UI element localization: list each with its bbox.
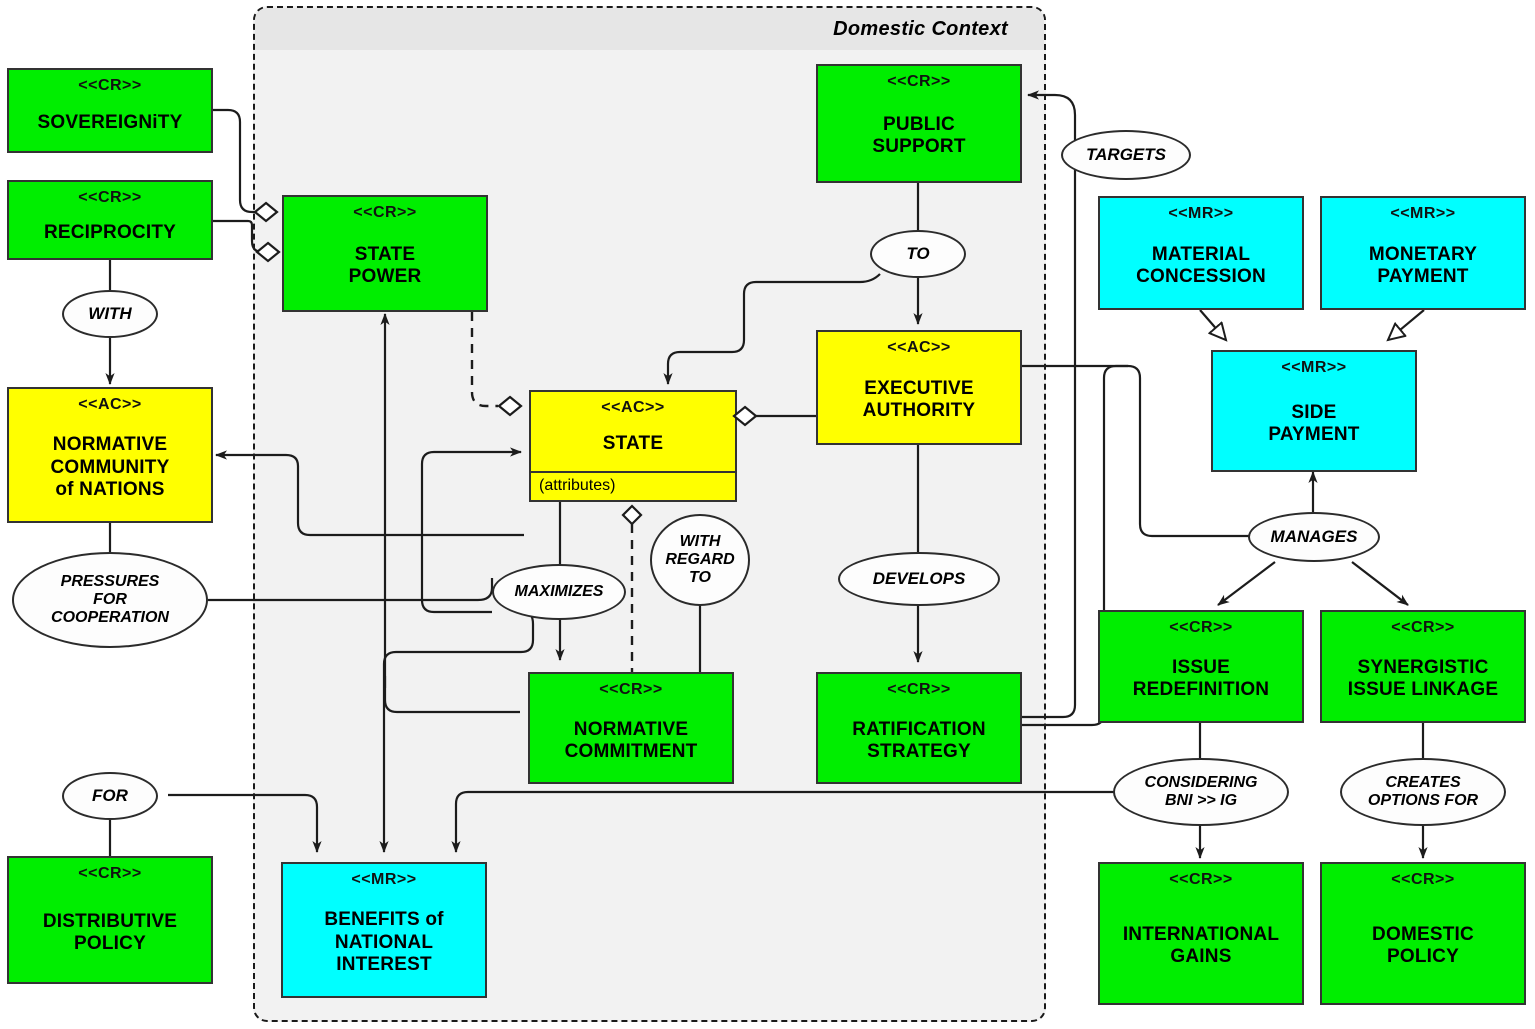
assoc-for[interactable]: FOR — [62, 772, 158, 820]
assoc-with-regard-to[interactable]: WITH REGARD TO — [650, 514, 750, 606]
assoc-creates-options-for[interactable]: CREATES OPTIONS FOR — [1340, 758, 1506, 826]
node-executive-authority[interactable]: <<AC>> EXECUTIVE AUTHORITY — [816, 330, 1022, 445]
assoc-targets[interactable]: TARGETS — [1061, 130, 1191, 180]
node-label: DISTRIBUTIVE POLICY — [42, 910, 178, 954]
assoc-with[interactable]: WITH — [62, 290, 158, 338]
node-label: STATE POWER — [348, 244, 422, 288]
node-attributes-compartment: (attributes) — [531, 471, 735, 500]
node-label: SIDE PAYMENT — [1268, 401, 1360, 445]
node-label: ISSUE REDEFINITION — [1132, 657, 1270, 701]
package-header: Domestic Context — [255, 8, 1044, 50]
stereotype-label: <<CR>> — [1169, 619, 1233, 636]
stereotype-label: <<CR>> — [1391, 871, 1455, 888]
assoc-develops[interactable]: DEVELOPS — [838, 552, 1000, 606]
node-normative-commitment[interactable]: <<CR>> NORMATIVE COMMITMENT — [528, 672, 734, 784]
node-label: MATERIAL CONCESSION — [1136, 243, 1266, 287]
node-synergistic-issue-linkage[interactable]: <<CR>> SYNERGISTIC ISSUE LINKAGE — [1320, 610, 1526, 723]
node-label: DOMESTIC POLICY — [1372, 924, 1474, 968]
node-label: SOVEREIGNiTY — [37, 112, 183, 134]
stereotype-label: <<AC>> — [887, 339, 951, 356]
node-benefits-of-national-interest[interactable]: <<MR>> BENEFITS of NATIONAL INTEREST — [281, 862, 487, 998]
node-issue-redefinition[interactable]: <<CR>> ISSUE REDEFINITION — [1098, 610, 1304, 723]
assoc-to[interactable]: TO — [870, 230, 966, 278]
stereotype-label: <<MR>> — [1390, 205, 1456, 222]
stereotype-label: <<MR>> — [1281, 359, 1347, 376]
node-label: MONETARY PAYMENT — [1368, 243, 1478, 287]
node-label: PUBLIC SUPPORT — [872, 114, 966, 158]
stereotype-label: <<CR>> — [78, 189, 142, 206]
node-sovereignity[interactable]: <<CR>> SOVEREIGNiTY — [7, 68, 213, 153]
node-monetary-payment[interactable]: <<MR>> MONETARY PAYMENT — [1320, 196, 1526, 310]
node-material-concession[interactable]: <<MR>> MATERIAL CONCESSION — [1098, 196, 1304, 310]
stereotype-label: <<CR>> — [599, 681, 663, 698]
stereotype-label: <<CR>> — [78, 77, 142, 94]
node-label: RATIFICATION STRATEGY — [852, 718, 986, 762]
node-label: RECIPROCITY — [43, 221, 177, 243]
stereotype-label: <<CR>> — [887, 681, 951, 698]
assoc-pressures-for-cooperation[interactable]: PRESSURES FOR COOPERATION — [12, 552, 208, 648]
stereotype-label: <<CR>> — [353, 204, 417, 221]
node-domestic-policy[interactable]: <<CR>> DOMESTIC POLICY — [1320, 862, 1526, 1005]
node-ratification-strategy[interactable]: <<CR>> RATIFICATION STRATEGY — [816, 672, 1022, 784]
node-side-payment[interactable]: <<MR>> SIDE PAYMENT — [1211, 350, 1417, 472]
package-title: Domestic Context — [833, 17, 1008, 40]
stereotype-label: <<AC>> — [78, 396, 142, 413]
node-label: INTERNATIONAL GAINS — [1122, 924, 1280, 968]
stereotype-label: <<MR>> — [1168, 205, 1234, 222]
node-state[interactable]: <<AC>> STATE (attributes) — [529, 390, 737, 502]
stereotype-label: <<CR>> — [78, 865, 142, 882]
assoc-considering-bni-ig[interactable]: CONSIDERING BNI >> IG — [1113, 758, 1289, 826]
node-normative-community-of-nations[interactable]: <<AC>> NORMATIVE COMMUNITY of NATIONS — [7, 387, 213, 523]
node-distributive-policy[interactable]: <<CR>> DISTRIBUTIVE POLICY — [7, 856, 213, 984]
node-label: BENEFITS of NATIONAL INTEREST — [324, 909, 444, 976]
node-international-gains[interactable]: <<CR>> INTERNATIONAL GAINS — [1098, 862, 1304, 1005]
stereotype-label: <<AC>> — [601, 399, 665, 416]
assoc-manages[interactable]: MANAGES — [1248, 512, 1380, 562]
stereotype-label: <<MR>> — [351, 871, 417, 888]
node-state-power[interactable]: <<CR>> STATE POWER — [282, 195, 488, 312]
stereotype-label: <<CR>> — [1391, 619, 1455, 636]
node-label: STATE — [602, 433, 664, 455]
stereotype-label: <<CR>> — [887, 73, 951, 90]
assoc-maximizes[interactable]: MAXIMIZES — [492, 564, 626, 620]
node-label: EXECUTIVE AUTHORITY — [862, 378, 976, 422]
stereotype-label: <<CR>> — [1169, 871, 1233, 888]
node-label: SYNERGISTIC ISSUE LINKAGE — [1347, 657, 1499, 701]
node-label: NORMATIVE COMMITMENT — [564, 718, 698, 762]
node-public-support[interactable]: <<CR>> PUBLIC SUPPORT — [816, 64, 1022, 183]
node-label: NORMATIVE COMMUNITY of NATIONS — [50, 434, 170, 501]
node-reciprocity[interactable]: <<CR>> RECIPROCITY — [7, 180, 213, 260]
